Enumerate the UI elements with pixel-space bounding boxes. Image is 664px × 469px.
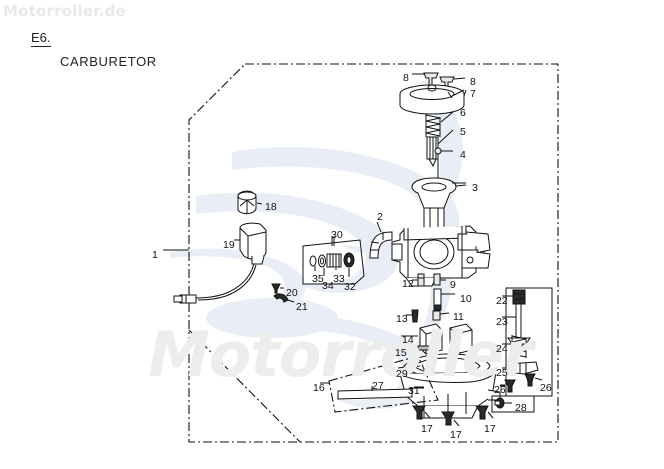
callout-number-16: 16 — [313, 382, 325, 394]
part-2-vent-hose — [369, 221, 393, 259]
callout-number-9: 9 — [450, 279, 456, 291]
callout-number-34: 34 — [322, 280, 334, 292]
callout-number-1: 1 — [152, 249, 158, 261]
group-right-detail-box — [491, 287, 553, 413]
section-code: E6. — [31, 30, 51, 47]
part-17-screw-b — [441, 411, 460, 427]
callout-number-20: 20 — [286, 287, 298, 299]
part-19-choke-unit — [234, 222, 267, 265]
callout-number-24: 24 — [496, 343, 508, 355]
carburetor-body — [391, 225, 491, 287]
group-16-detail-box — [320, 355, 439, 413]
callout-number-23: 23 — [496, 316, 508, 328]
callout-number-27: 27 — [372, 380, 384, 392]
callout-number-3: 3 — [472, 182, 478, 194]
callout-number-8: 8 — [470, 76, 476, 88]
callout-number-25: 25 — [496, 367, 508, 379]
page-title: CARBURETOR — [60, 54, 157, 69]
callout-number-7: 7 — [470, 88, 476, 100]
callout-number-21: 21 — [296, 301, 308, 313]
part-17-screw-c — [475, 405, 494, 420]
part-19-wire — [173, 263, 257, 304]
part-3-vacuum-piston — [411, 177, 467, 231]
part-22-cap — [508, 289, 526, 305]
watermark-top-left: Motorroller.de — [3, 2, 126, 20]
part-11-jet-holder — [432, 310, 450, 321]
callout-number-5: 5 — [460, 126, 466, 138]
callout-number-12: 12 — [402, 278, 414, 290]
part-26-screw-left — [500, 379, 516, 393]
callout-number-17: 17 — [484, 423, 496, 435]
part-21-bracket — [273, 293, 295, 303]
part-18-cap — [237, 190, 263, 215]
callout-number-22: 22 — [496, 295, 508, 307]
part-9-jet — [433, 273, 446, 286]
callout-number-17: 17 — [450, 429, 462, 441]
part-7-top-cover — [399, 84, 467, 115]
part-29-bowl-gasket — [403, 353, 491, 379]
part-15-float-pin — [404, 345, 437, 351]
callout-number-10: 10 — [460, 293, 472, 305]
watermark-center: Motorroller — [148, 318, 533, 391]
part-6-spring — [425, 111, 454, 137]
callout-number-6: 6 — [460, 107, 466, 119]
callout-number-11: 11 — [453, 311, 464, 323]
part-13-pilot-jet — [406, 309, 419, 323]
callout-number-28: 28 — [515, 402, 527, 414]
part-12-screw — [412, 273, 425, 287]
callout-number-26: 26 — [494, 384, 506, 396]
callout-leaders — [331, 89, 516, 404]
callout-number-13: 13 — [396, 313, 408, 325]
callout-number-33: 33 — [333, 273, 345, 285]
callout-number-18: 18 — [265, 201, 277, 213]
part-10-main-jet — [433, 288, 455, 311]
callout-number-35: 35 — [312, 273, 324, 285]
callout-number-26: 26 — [540, 382, 552, 394]
callout-number-4: 4 — [460, 149, 466, 161]
callout-number-8: 8 — [403, 72, 409, 84]
callout-number-30: 30 — [331, 229, 343, 241]
callout-number-31: 31 — [408, 385, 420, 397]
callout-number-2: 2 — [377, 211, 383, 223]
group-30-detail-box — [302, 236, 365, 285]
callout-number-19: 19 — [223, 239, 235, 251]
callout-number-15: 15 — [395, 347, 407, 359]
part-17-screw-a — [412, 405, 431, 420]
group-boundary-outline — [188, 63, 559, 443]
part-24-spring — [508, 335, 527, 358]
part-26-screw-right — [524, 373, 543, 387]
callout-number-32: 32 — [344, 281, 356, 293]
callout-number-17: 17 — [421, 423, 433, 435]
part-20-clip — [271, 283, 284, 294]
callout-number-29: 29 — [396, 368, 408, 380]
part-28-drain-screw — [494, 397, 512, 409]
callout-number-14: 14 — [402, 334, 414, 346]
